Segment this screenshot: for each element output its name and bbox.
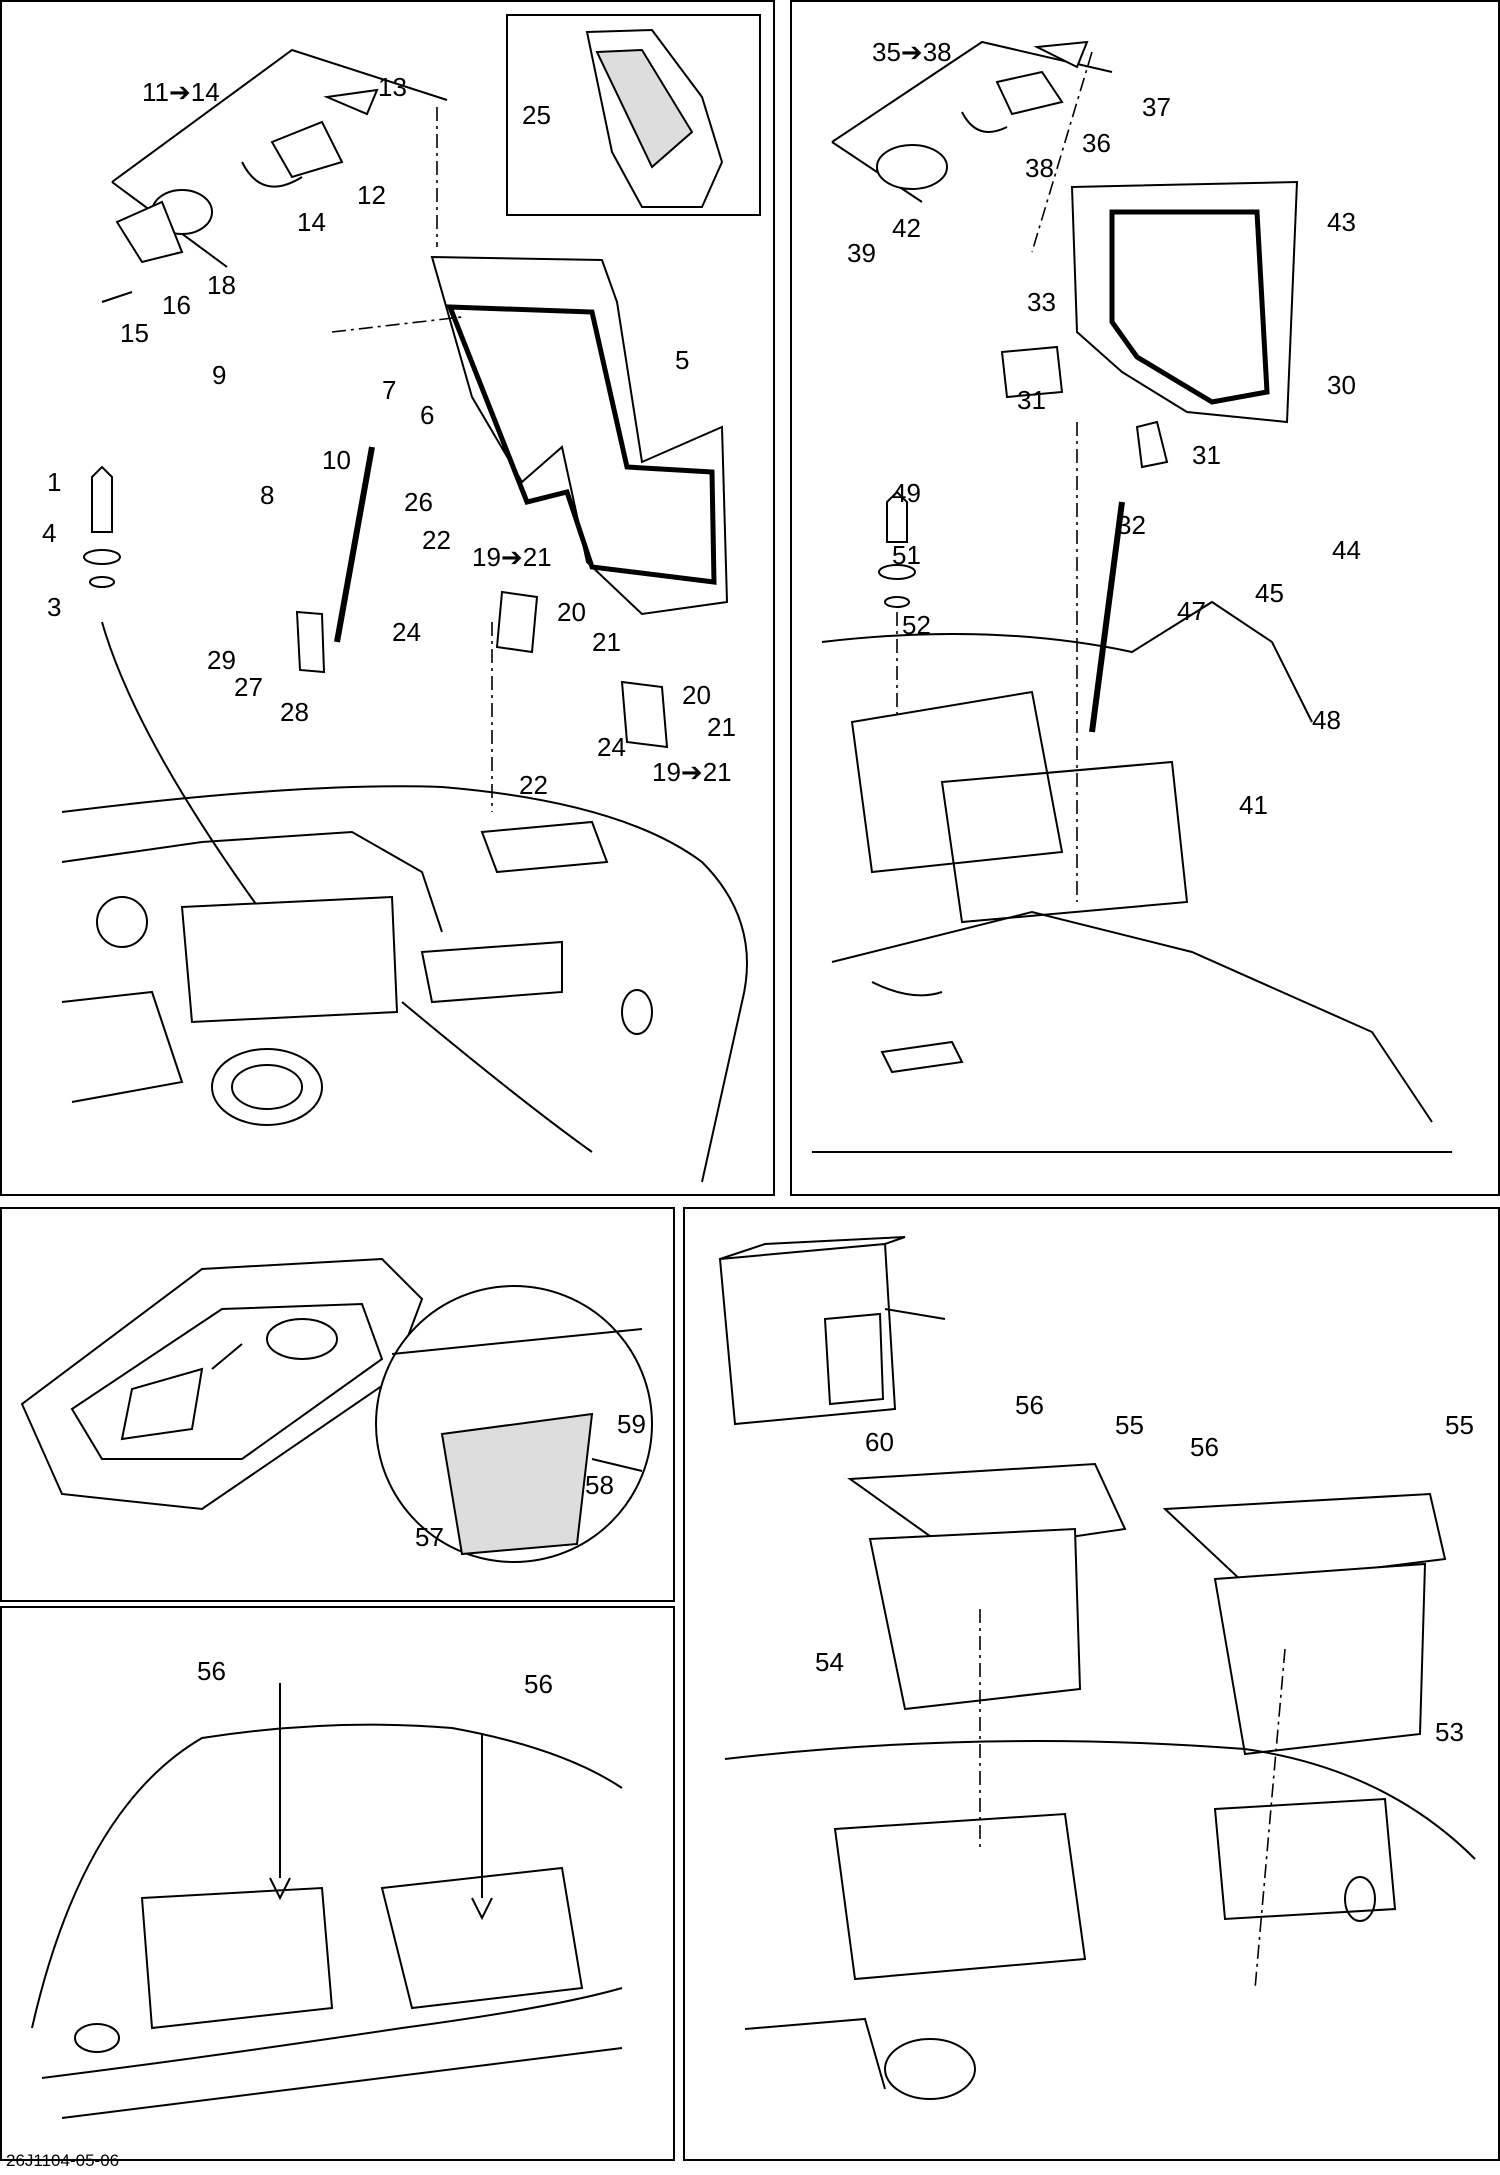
callout-label: 49 [892,478,921,508]
callout-label: 56 [524,1669,553,1699]
callout-label: 24 [392,617,421,647]
callout-label: 57 [415,1522,444,1552]
panel-rear-storage-lid: 35➔38 37 36 38 42 39 43 33 31 30 31 32 4… [790,0,1500,1196]
callout-label: 25 [522,100,551,130]
callout-label: 56 [1190,1432,1219,1462]
callout-label: 42 [892,213,921,243]
callout-label: 11➔14 [142,77,220,107]
callout-label: 36 [1082,128,1111,158]
callout-label: 48 [1312,705,1341,735]
callout-label: 19➔21 [652,757,732,787]
panel-seat-hinge-assembly: 11➔14 13 12 14 18 16 15 25 5 7 9 6 10 8 … [0,0,775,1196]
callout-label: 31 [1192,440,1221,470]
callout-label: 47 [1177,596,1206,626]
callout-label: 41 [1239,790,1268,820]
callout-label: 53 [1435,1717,1464,1747]
callout-label: 24 [597,732,626,762]
callout-label: 10 [322,445,351,475]
callout-label: 4 [42,518,57,548]
diagram-rear-storage-lid [812,40,1452,1153]
callout-label: 21 [592,627,621,657]
callout-label: 44 [1332,535,1361,565]
callout-label: 13 [378,72,407,102]
diagram-seat-hinge [61,14,761,1183]
callout-label: 59 [617,1409,646,1439]
callout-label: 29 [207,645,236,675]
callout-label: 8 [260,480,275,510]
panel-net-pocket: 59 58 57 [0,1207,675,1602]
callout-label: 12 [357,180,386,210]
callout-label: 22 [519,770,548,800]
callout-label: 5 [675,345,690,375]
callout-label: 52 [902,610,931,640]
callout-label: 7 [382,375,397,405]
callout-label: 33 [1027,287,1056,317]
diagram-net-pocket [20,1257,653,1563]
callout-label: 55 [1115,1410,1144,1440]
callout-label: 32 [1117,510,1146,540]
callout-label: 51 [892,540,921,570]
callout-label: 55 [1445,1410,1474,1440]
callout-label: 58 [585,1470,614,1500]
callout-label: 9 [212,360,227,390]
drawing-code: 26J1104-05-06 [6,2151,120,2170]
diagram-cooler-and-bins [718,1236,1476,2100]
callout-label: 54 [815,1647,844,1677]
callout-label: 38 [1025,153,1054,183]
callout-label: 21 [707,712,736,742]
callout-label: 19➔21 [472,542,552,572]
callout-label: 18 [207,270,236,300]
callout-label: 37 [1142,92,1171,122]
panel-floor-storage: 56 56 [0,1606,675,2161]
callout-label: 22 [422,525,451,555]
callout-label: 28 [280,697,309,727]
callout-label: 60 [865,1427,894,1457]
callout-label: 26 [404,487,433,517]
callout-label: 15 [120,318,149,348]
callout-label: 3 [47,592,62,622]
callout-label: 6 [420,400,435,430]
callout-label: 14 [297,207,326,237]
callout-label: 39 [847,238,876,268]
callout-label: 45 [1255,578,1284,608]
callout-label: 16 [162,290,191,320]
callout-label: 31 [1017,385,1046,415]
callout-label: 1 [47,467,62,497]
callout-label: 43 [1327,207,1356,237]
callout-label: 30 [1327,370,1356,400]
callout-label: 56 [1015,1390,1044,1420]
callout-label: 20 [682,680,711,710]
callout-label: 20 [557,597,586,627]
callout-label: 27 [234,672,263,702]
diagram-floor-storage [31,1683,623,2119]
panel-cooler-and-bins: 60 56 55 56 55 54 53 [683,1207,1500,2161]
callout-label: 56 [197,1656,226,1686]
callout-label: 35➔38 [872,37,952,67]
